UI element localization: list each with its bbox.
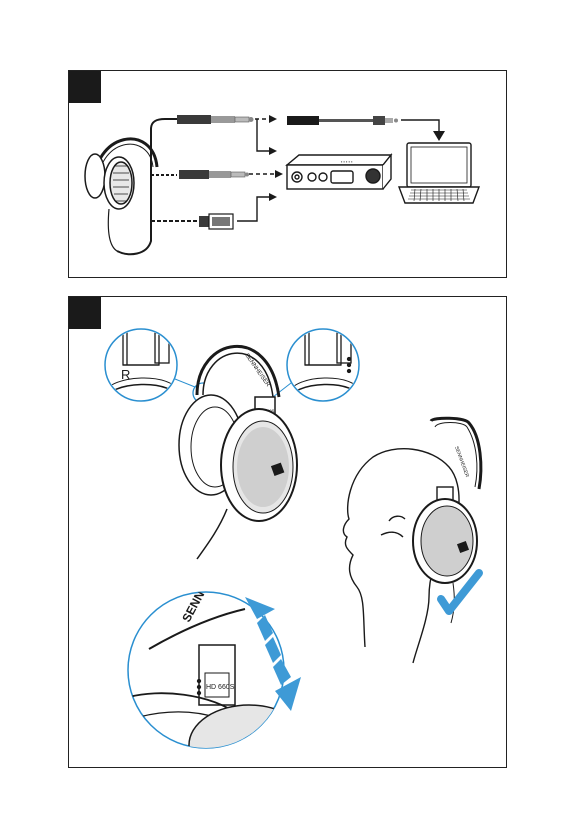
balanced-plug-icon	[199, 214, 233, 229]
right-earcup-zoom	[287, 325, 361, 401]
zoom-model-label: HD 660S	[206, 684, 235, 691]
svg-text:▪ ▪ ▪ ▪ ▪: ▪ ▪ ▪ ▪ ▪	[341, 159, 353, 164]
adapter-cable-icon	[287, 116, 398, 125]
head-wearing-headphones: SENNHEISER	[343, 418, 480, 663]
amplifier-icon: ▪ ▪ ▪ ▪ ▪	[287, 155, 391, 189]
wearing-panel: R SENNHEISER HD 660S	[68, 296, 507, 768]
connection-diagram: ▪ ▪ ▪ ▪ ▪	[69, 71, 506, 277]
wearing-diagram: R SENNHEISER HD 660S	[69, 297, 506, 767]
left-earcup-zoom: R	[105, 325, 179, 401]
left-side-marker: R	[121, 367, 130, 382]
connection-panel: ▪ ▪ ▪ ▪ ▪	[68, 70, 507, 278]
headphones-illustration: SENNHEISER HD 660S	[179, 346, 297, 559]
headphones-icon	[85, 139, 157, 251]
jack-plug-6-3-icon	[177, 115, 254, 124]
jack-plug-3-5-icon	[179, 170, 249, 179]
laptop-icon	[399, 143, 479, 203]
